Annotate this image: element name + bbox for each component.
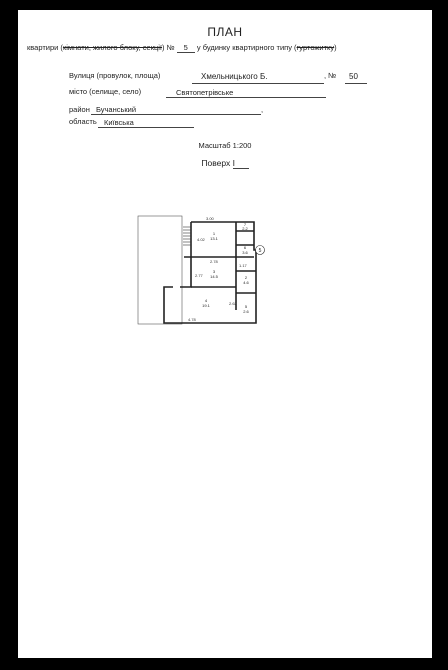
district-value: Бучанський — [96, 105, 137, 114]
floor-value: I — [232, 158, 249, 169]
floor-plan-drawing: 3.00 4.02 2.78 2.77 1.17 2.62 4.78 1 13.… — [137, 215, 265, 325]
floor-label: Поверх — [201, 158, 231, 168]
street-value: Хмельницького Б. — [201, 72, 268, 81]
subtitle-building-type: у будинку квартирного типу — [196, 43, 292, 52]
subtitle-struck-option: кімнати, жилого блоку, секції — [62, 43, 163, 52]
house-number-underline — [345, 83, 367, 84]
document-title: ПЛАН — [207, 25, 243, 39]
district-label: район — [69, 105, 90, 114]
floor-line: Поверх I — [18, 158, 432, 169]
entrance-marker — [255, 245, 265, 255]
stairs — [183, 226, 191, 246]
room-area: 3.6 — [242, 250, 248, 255]
room-number: 1 — [213, 231, 216, 236]
room-area: 2.2 — [242, 226, 248, 231]
city-value: Святопетрівське — [176, 88, 234, 97]
subtitle-struck-dormitory: гуртожитку — [296, 43, 335, 52]
dimension-label: 1.17 — [239, 263, 248, 268]
scale-label: Масштаб 1:200 — [198, 141, 252, 150]
dimension-label: 2.78 — [210, 259, 219, 264]
subtitle-line: квартири (кімнати, жилого блоку, секції)… — [27, 43, 337, 53]
adjacent-outline — [137, 215, 183, 325]
city-label: місто (селище, село) — [69, 87, 142, 96]
room-area: 13.1 — [210, 236, 219, 241]
entrance-marker-label: 5 — [259, 248, 262, 254]
room-area: 2.6 — [243, 309, 249, 314]
dimension-label: 4.78 — [188, 317, 197, 322]
room-number: 3 — [213, 269, 216, 274]
city-underline — [166, 97, 326, 98]
apartment-number: 5 — [176, 43, 195, 53]
house-number-value: 50 — [349, 72, 358, 81]
dimension-label: 2.77 — [195, 273, 204, 278]
room-number: 6 — [244, 245, 247, 250]
subtitle-prefix: квартири ( — [27, 43, 63, 52]
subtitle-number-sign: ) № — [162, 43, 175, 52]
room-area: 14.5 — [210, 274, 219, 279]
region-underline — [98, 127, 194, 128]
region-value: Київська — [104, 118, 134, 127]
document-page: ПЛАН квартири (кімнати, жилого блоку, се… — [18, 10, 432, 658]
room-number: 4 — [205, 298, 208, 303]
apartment-walls — [163, 221, 257, 324]
street-label: Вулиця (провулок, площа) — [69, 71, 161, 80]
district-underline — [91, 114, 261, 115]
room-number: 2 — [245, 275, 248, 280]
room-number: 7 — [244, 222, 247, 227]
room-area: 19.1 — [202, 303, 211, 308]
dimension-label: 2.62 — [229, 301, 238, 306]
dimension-label: 3.00 — [206, 216, 215, 221]
room-area: 4.6 — [243, 280, 249, 285]
street-underline — [192, 83, 324, 84]
dimension-label: 4.02 — [197, 237, 206, 242]
house-number-label: , № — [324, 71, 337, 80]
region-label: область — [69, 117, 97, 126]
room-number: 5 — [245, 304, 248, 309]
